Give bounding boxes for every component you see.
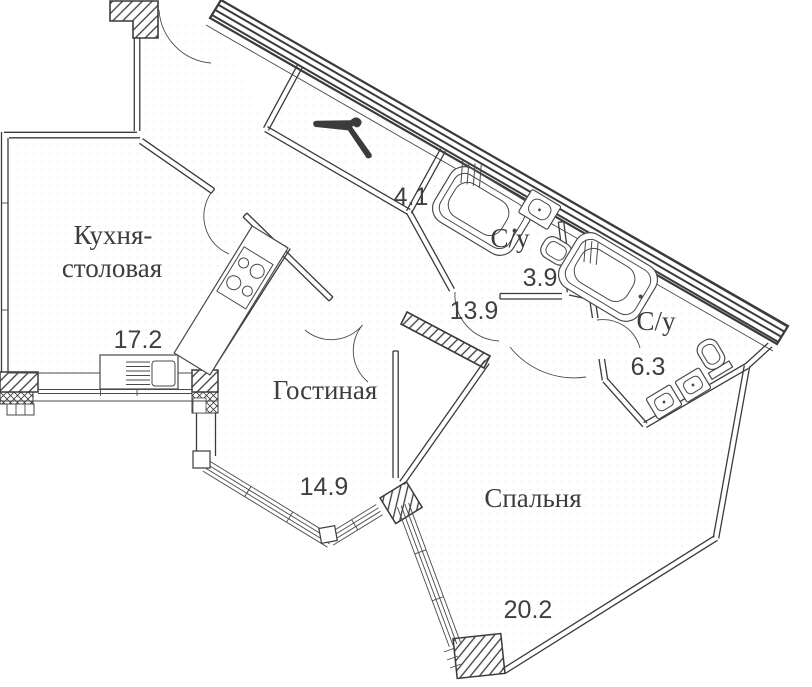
vestibule-floor <box>404 290 605 380</box>
kitchen-name-line1: Кухня- <box>74 220 153 250</box>
toilet <box>696 338 734 381</box>
bedroom-corner-block <box>452 632 506 680</box>
bathtub <box>431 166 533 256</box>
bathtub <box>557 232 659 322</box>
room-floors <box>8 20 768 671</box>
shower-hatch <box>460 160 482 188</box>
living-door-swing-right <box>352 324 369 383</box>
labels: Кухня- столовая 17.2 Гостиная 14.9 Спаль… <box>62 183 676 624</box>
bedroom-floor <box>403 362 747 671</box>
entrance-door-swing <box>158 9 212 64</box>
shower-hatch <box>583 239 599 265</box>
bath-small-door-swing <box>454 291 500 342</box>
sink <box>518 189 562 230</box>
bedroom-name: Спальня <box>484 483 581 513</box>
entrance-wall-block <box>109 0 159 39</box>
radiator <box>6 403 35 416</box>
bath-large-door-swing <box>596 319 641 349</box>
windows <box>0 372 462 669</box>
bay-post <box>318 525 338 544</box>
bath-small-name: С/у <box>490 223 530 253</box>
hall-bedroom-wall-block <box>399 310 492 370</box>
bay-post <box>192 450 211 469</box>
bath-small-area: 3.9 <box>523 264 558 292</box>
sink <box>674 367 712 403</box>
living-door-swing-left <box>304 324 363 341</box>
doors <box>158 9 641 383</box>
exterior-wall <box>109 0 790 352</box>
bedroom-area: 20.2 <box>504 596 553 624</box>
living-name: Гостиная <box>273 375 378 405</box>
hallway-area: 13.9 <box>450 297 499 325</box>
stove <box>173 225 289 376</box>
kitchen-column <box>191 369 219 393</box>
kitchen-area: 17.2 <box>114 326 163 354</box>
kitchen-door-swing <box>203 192 230 255</box>
wardrobe-floor <box>266 68 442 212</box>
living-area: 14.9 <box>300 473 349 501</box>
hanger-icon <box>313 117 372 159</box>
kitchen-sink <box>151 360 176 387</box>
bath-large-name: С/у <box>636 306 676 336</box>
living-floor <box>205 246 394 538</box>
sink <box>645 384 683 420</box>
wardrobe-area: 4.1 <box>394 183 429 211</box>
bedroom-door-swing <box>509 346 587 379</box>
fixtures <box>99 117 734 420</box>
bath-large-area: 6.3 <box>631 353 666 381</box>
bay-window-left <box>202 460 334 548</box>
kitchen-left-block <box>0 371 39 393</box>
bedroom-window <box>396 502 461 647</box>
kitchen-name-line2: столовая <box>62 253 162 283</box>
kitchen-counter <box>99 354 179 390</box>
hallway-floor <box>140 20 452 351</box>
